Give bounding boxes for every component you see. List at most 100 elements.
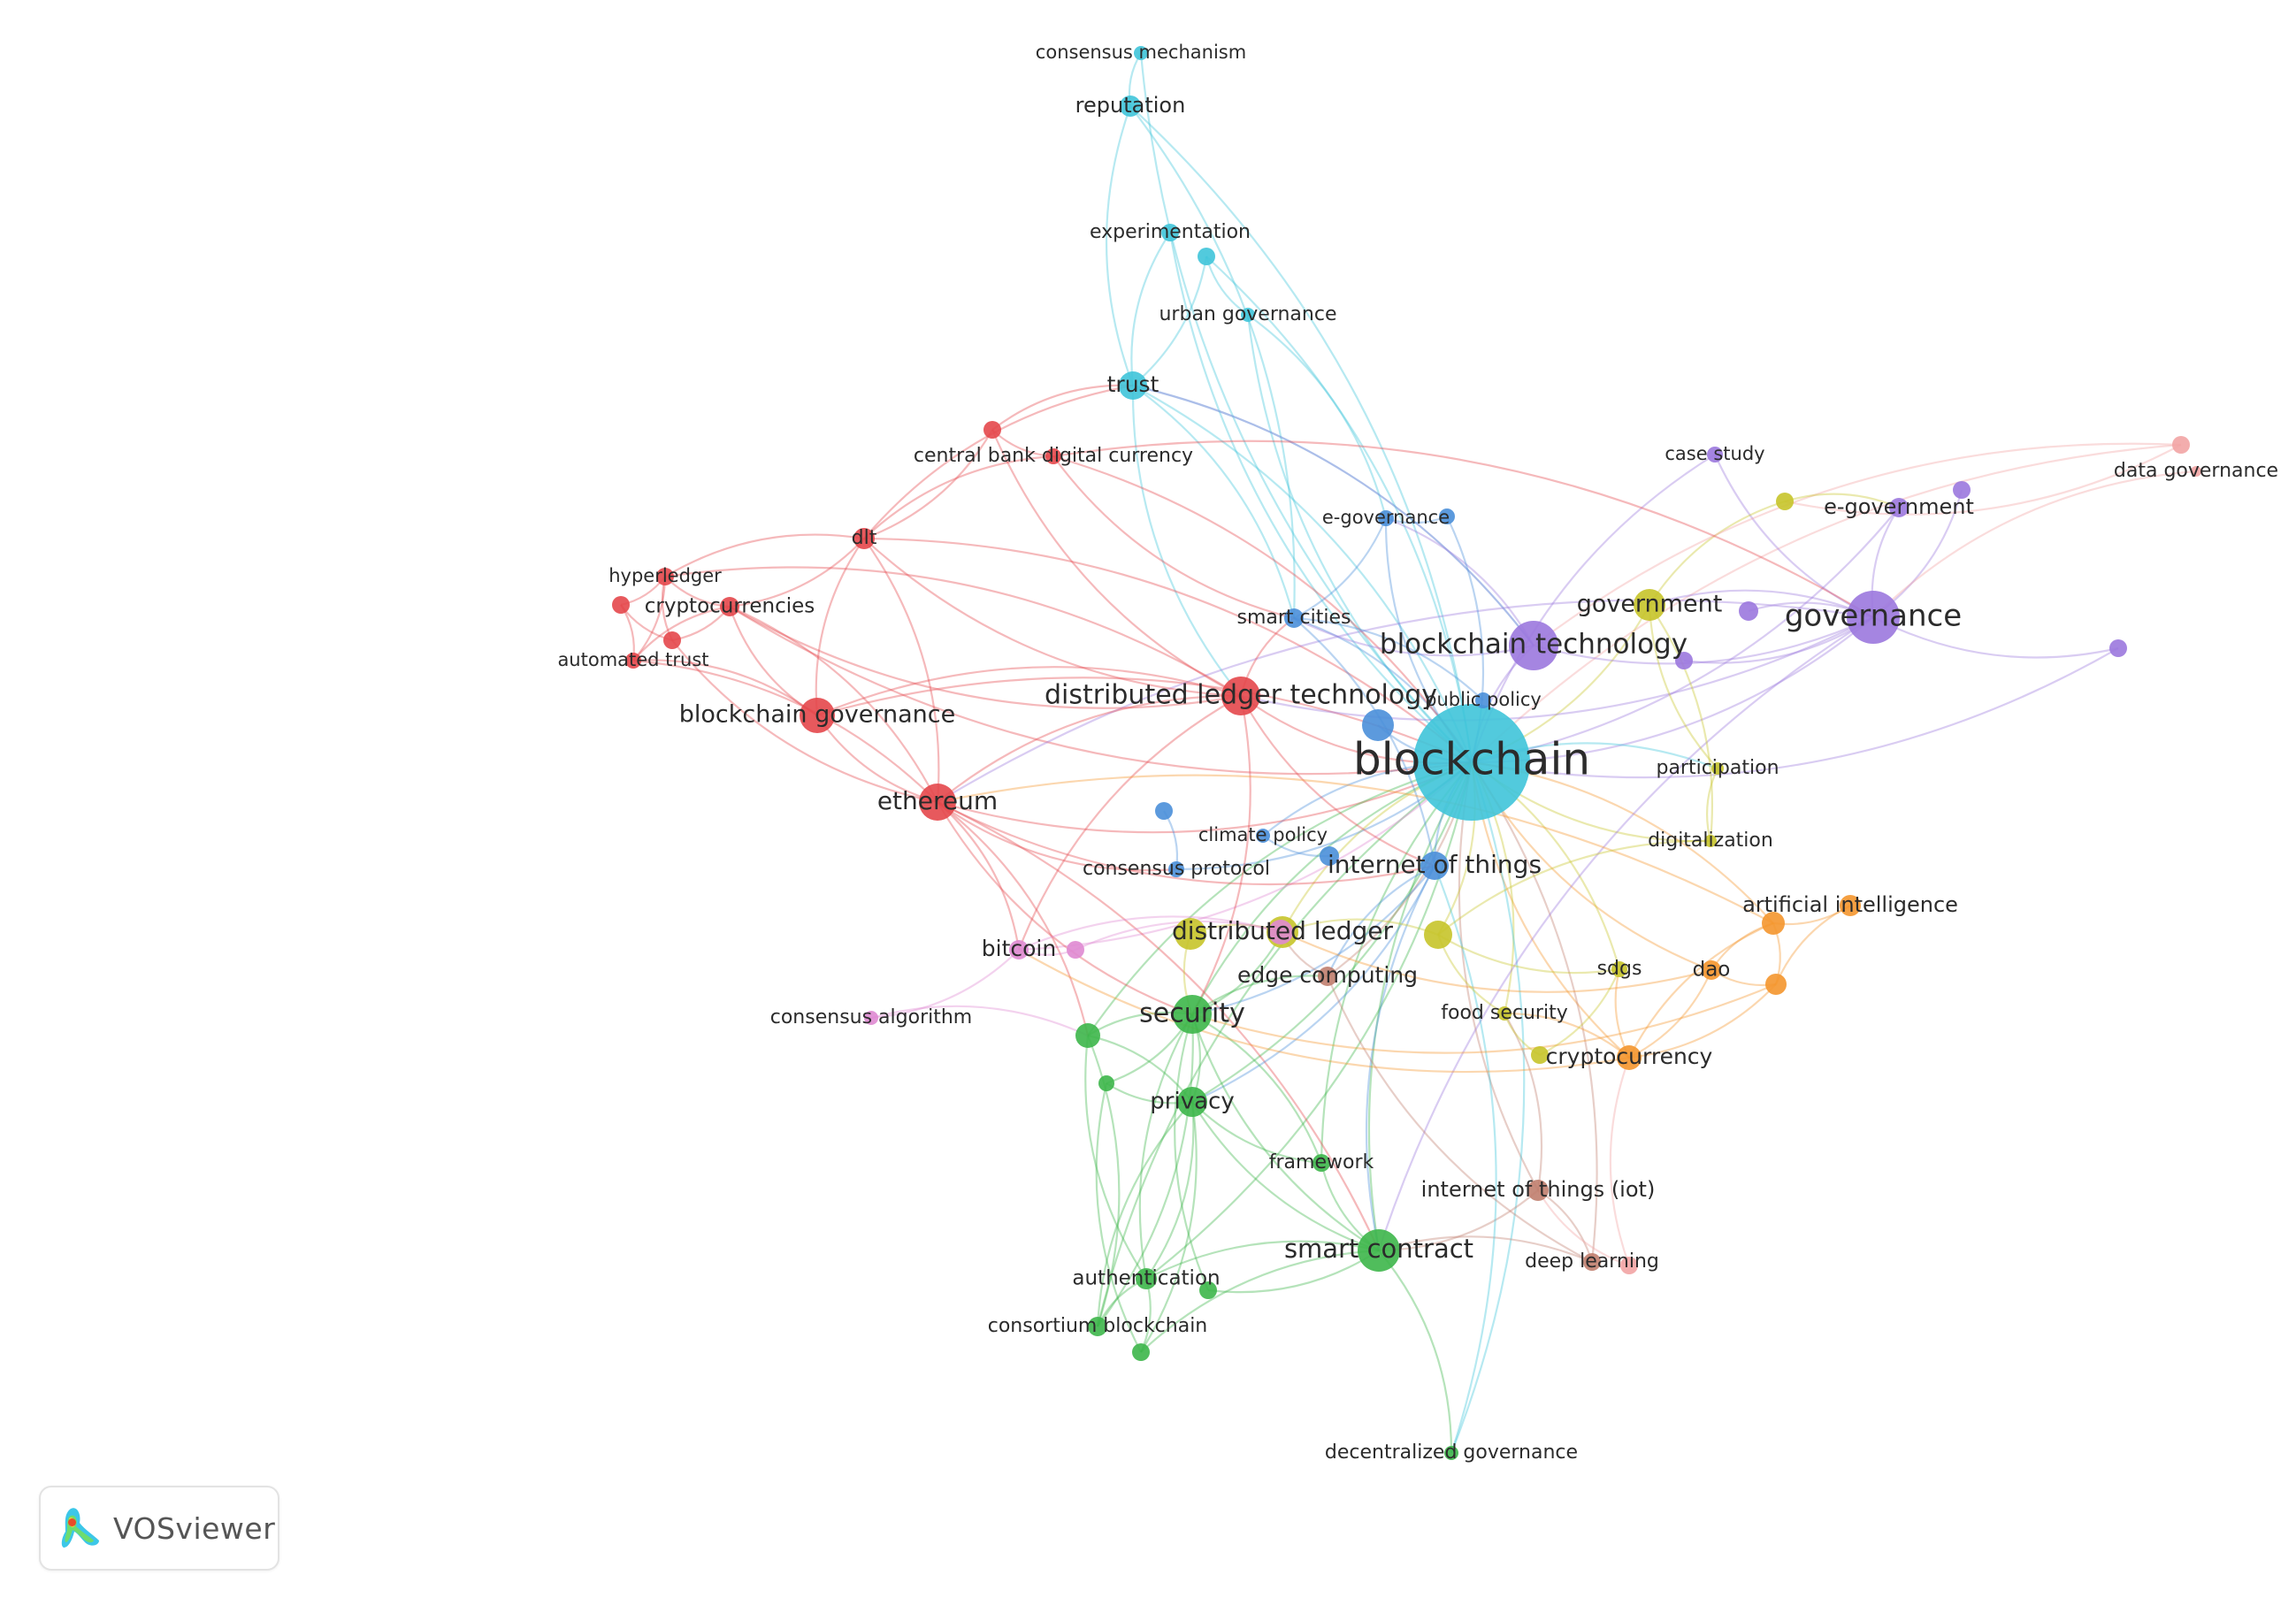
node-data-governance[interactable] [2191, 466, 2201, 477]
node-smart-cities[interactable] [1284, 608, 1304, 628]
label-security[interactable]: security [1139, 998, 1245, 1029]
node-automated-trust[interactable] [625, 653, 641, 669]
node-privacy[interactable] [1177, 1087, 1207, 1117]
label-dao[interactable]: dao [1693, 959, 1731, 982]
node-internet-of-things-iot[interactable] [1527, 1180, 1549, 1201]
node-e-governance[interactable] [1378, 510, 1394, 526]
node-yellow-n1[interactable] [1776, 493, 1794, 510]
label-trust[interactable]: trust [1107, 371, 1159, 397]
label-hyperledger[interactable]: hyperledger [608, 565, 722, 586]
label-cryptocurrency[interactable]: cryptocurrency [1546, 1044, 1713, 1069]
node-yellow-n3[interactable] [1531, 1046, 1549, 1064]
label-smart-cities[interactable]: smart cities [1237, 607, 1351, 629]
node-internet-of-things[interactable] [1420, 852, 1449, 880]
node-dao[interactable] [1702, 960, 1721, 980]
label-participation[interactable]: participation [1656, 757, 1779, 779]
node-pink-n2[interactable] [1067, 941, 1084, 959]
node-government[interactable] [1634, 589, 1665, 621]
node-central-bank-digital-currency[interactable] [1045, 448, 1061, 464]
node-smart-contract[interactable] [1358, 1229, 1400, 1272]
node-cbdc-n1[interactable] [983, 421, 1001, 439]
node-blue-n4[interactable] [1320, 846, 1339, 866]
label-governance[interactable]: governance [1785, 599, 1962, 634]
label-data-governance[interactable]: data governance [2114, 460, 2278, 482]
node-edge-computing[interactable] [1318, 967, 1337, 986]
node-ethereum[interactable] [919, 784, 956, 821]
node-green-n3[interactable] [1199, 1281, 1217, 1299]
node-decentralized-governance[interactable] [1444, 1446, 1458, 1460]
node-blockchain-technology[interactable] [1509, 621, 1558, 670]
label-climate-policy[interactable]: climate policy [1198, 824, 1328, 845]
label-food-security[interactable]: food security [1441, 1002, 1567, 1024]
node-consensus-mechanism[interactable] [1134, 46, 1148, 60]
node-deep-learning[interactable] [1583, 1253, 1601, 1271]
node-security[interactable] [1173, 995, 1212, 1034]
node-cyan-n1[interactable] [1198, 248, 1215, 265]
node-purple-n1[interactable] [1739, 601, 1758, 621]
node-consortium-blockchain[interactable] [1088, 1317, 1107, 1336]
label-reputation[interactable]: reputation [1075, 93, 1186, 118]
node-urban-governance[interactable] [1241, 308, 1255, 322]
label-artificial-intelligence[interactable]: artificial intelligence [1742, 892, 1958, 917]
node-green-n2[interactable] [1098, 1075, 1114, 1091]
label-blockchain-governance[interactable]: blockchain governance [679, 701, 955, 729]
node-red-n2[interactable] [663, 631, 681, 649]
node-experimentation[interactable] [1161, 224, 1179, 241]
label-internet-of-things[interactable]: internet of things [1328, 850, 1542, 879]
label-authentication[interactable]: authentication [1072, 1267, 1220, 1290]
node-cryptocurrencies[interactable] [720, 597, 739, 616]
label-privacy[interactable]: privacy [1150, 1089, 1234, 1115]
node-dlt[interactable] [853, 528, 875, 549]
node-blue-n2[interactable] [1362, 709, 1394, 741]
label-smart-contract[interactable]: smart contract [1284, 1234, 1473, 1264]
label-consortium-blockchain[interactable]: consortium blockchain [988, 1315, 1208, 1337]
label-consensus-algorithm[interactable]: consensus algorithm [770, 1006, 972, 1028]
label-edge-computing[interactable]: edge computing [1237, 962, 1418, 988]
label-urban-governance[interactable]: urban governance [1159, 303, 1336, 325]
label-blockchain-technology[interactable]: blockchain technology [1380, 629, 1688, 661]
label-distributed-ledger[interactable]: distributed ledger [1172, 916, 1394, 945]
node-blockchain[interactable] [1413, 704, 1530, 821]
label-public-policy[interactable]: public policy [1425, 689, 1542, 710]
node-digitalization[interactable] [1704, 835, 1717, 847]
node-trust[interactable] [1119, 371, 1147, 400]
label-cryptocurrencies[interactable]: cryptocurrencies [645, 595, 815, 618]
node-sdgs[interactable] [1611, 961, 1627, 977]
node-artificial-intelligence-n[interactable] [1762, 912, 1785, 935]
node-blockchain-governance[interactable] [800, 698, 835, 733]
node-distributed-ledger-technology[interactable] [1221, 677, 1260, 715]
node-green-n1[interactable] [1075, 1023, 1100, 1048]
node-food-security[interactable] [1497, 1006, 1512, 1021]
label-blockchain[interactable]: blockchain [1353, 734, 1590, 785]
node-yellow-n2[interactable] [1424, 921, 1452, 949]
node-consensus-algorithm[interactable] [864, 1011, 878, 1025]
node-green-n4[interactable] [1132, 1343, 1150, 1361]
label-dlt[interactable]: dlt [852, 527, 877, 549]
label-consensus-protocol[interactable]: consensus protocol [1083, 858, 1270, 880]
label-ethereum[interactable]: ethereum [877, 786, 998, 815]
label-automated-trust[interactable]: automated trust [557, 649, 708, 670]
node-case-study[interactable] [1707, 447, 1723, 463]
node-blue-n1[interactable] [1439, 508, 1455, 524]
node-public-policy[interactable] [1475, 692, 1491, 708]
label-distributed-ledger-technology[interactable]: distributed ledger technology [1045, 680, 1437, 711]
label-framework[interactable]: framework [1269, 1151, 1374, 1174]
node-blue-n3[interactable] [1155, 802, 1173, 820]
label-e-government[interactable]: e-government [1824, 494, 1974, 519]
label-government[interactable]: government [1577, 591, 1723, 618]
node-bitcoin[interactable] [1009, 940, 1029, 960]
node-consensus-protocol[interactable] [1168, 861, 1184, 877]
label-case-study[interactable]: case study [1665, 443, 1764, 464]
node-climate-policy[interactable] [1256, 829, 1270, 843]
node-dl-node[interactable] [1175, 918, 1206, 950]
node-cryptocurrency[interactable] [1617, 1045, 1642, 1070]
node-brown-n1[interactable] [1620, 1257, 1638, 1274]
node-purple-n4[interactable] [2109, 639, 2127, 657]
label-bitcoin[interactable]: bitcoin [982, 936, 1056, 961]
node-framework[interactable] [1313, 1154, 1330, 1172]
node-authentication[interactable] [1136, 1268, 1157, 1289]
node-e-government[interactable] [1889, 498, 1909, 517]
node-reputation[interactable] [1120, 96, 1141, 117]
node-red-n1[interactable] [612, 596, 630, 614]
